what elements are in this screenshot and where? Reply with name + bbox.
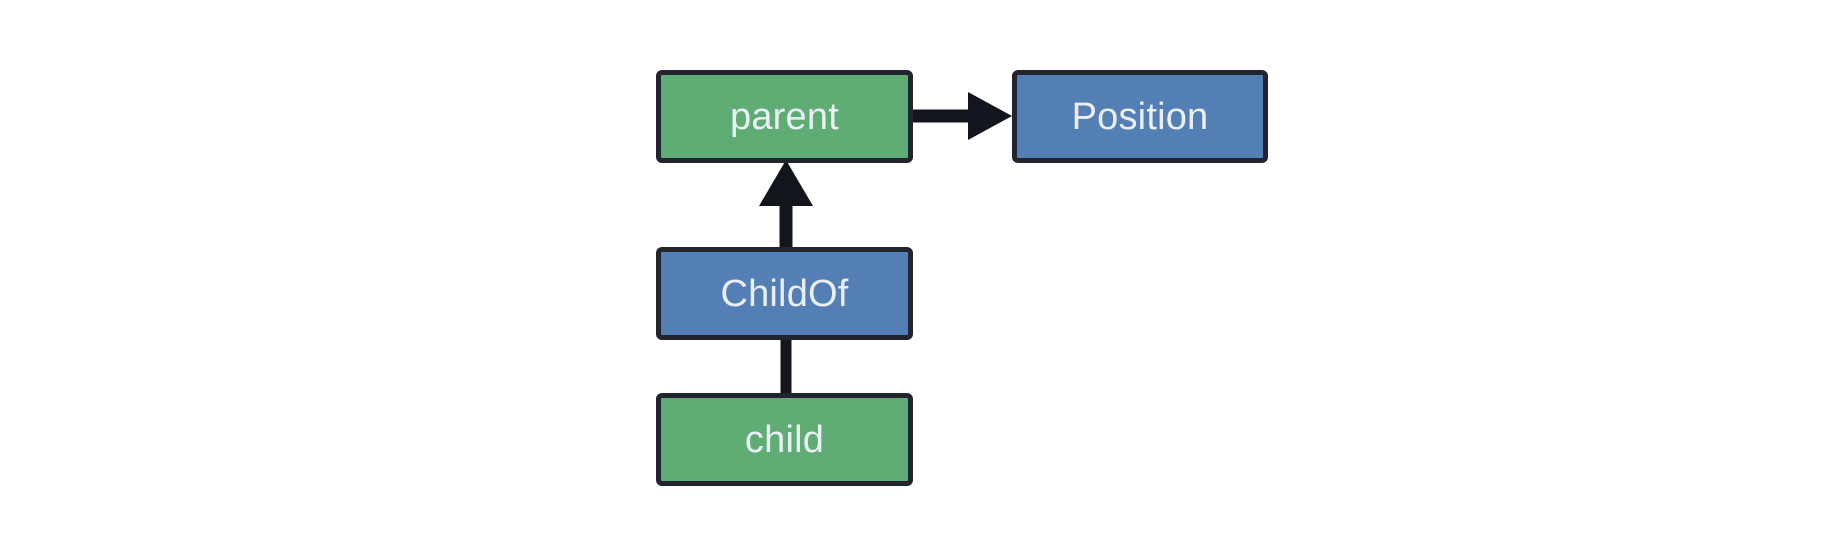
edge-parent-to-position bbox=[913, 92, 1012, 140]
node-parent[interactable]: parent bbox=[656, 70, 913, 163]
node-child[interactable]: child bbox=[656, 393, 913, 486]
edge-childof-to-parent bbox=[759, 160, 813, 247]
node-label-parent: parent bbox=[730, 95, 839, 138]
arrowhead-parent-position bbox=[968, 92, 1012, 140]
node-childof[interactable]: ChildOf bbox=[656, 247, 913, 340]
node-label-childof: ChildOf bbox=[720, 272, 849, 315]
node-position[interactable]: Position bbox=[1012, 70, 1268, 163]
arrowhead-childof-parent bbox=[759, 160, 813, 206]
node-label-child: child bbox=[744, 418, 825, 461]
node-label-position: Position bbox=[1071, 95, 1209, 138]
